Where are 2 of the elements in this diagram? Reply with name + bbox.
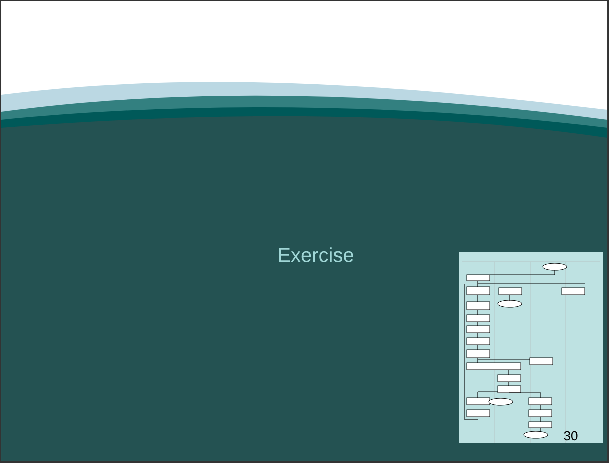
slide-title: Exercise	[279, 248, 354, 262]
page-number: 30	[564, 431, 578, 441]
